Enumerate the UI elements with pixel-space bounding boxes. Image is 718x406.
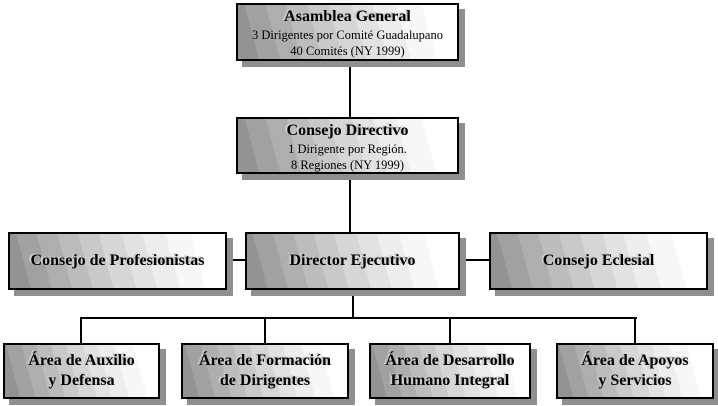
node-title-line2: y Defensa — [48, 372, 115, 389]
node-title-line1: Área de Desarrollo — [385, 352, 515, 369]
connector-profesionistas-director — [226, 259, 246, 261]
connector-drop-formacion — [264, 317, 266, 344]
node-consejo-de-profesionistas: Consejo de Profesionistas — [8, 232, 227, 290]
node-asamblea-general: Asamblea General 3 Dirigentes por Comité… — [236, 3, 459, 61]
node-subtitle-1: 3 Dirigentes por Comité Guadalupano — [252, 28, 443, 42]
node-title-line2: Humano Integral — [390, 372, 510, 389]
connector-asamblea-directivo — [349, 61, 351, 118]
connector-drop-auxilio — [80, 317, 82, 344]
node-area-auxilio-defensa: Área de Auxilio y Defensa — [3, 343, 160, 399]
node-subtitle-2: 40 Comités (NY 1999) — [290, 44, 405, 58]
node-consejo-directivo: Consejo Directivo 1 Dirigente por Región… — [236, 117, 459, 174]
node-subtitle-2: 8 Regiones (NY 1999) — [290, 158, 405, 172]
node-title: Director Ejecutivo — [289, 252, 416, 269]
connector-directivo-director — [349, 173, 351, 233]
node-title: Consejo Directivo — [286, 122, 409, 139]
node-title: Consejo Eclesial — [542, 252, 655, 269]
connector-drop-desarrollo — [449, 317, 451, 344]
node-director-ejecutivo: Director Ejecutivo — [245, 232, 460, 290]
connector-director-eclesial — [459, 259, 490, 261]
connector-distribution-bar — [80, 317, 637, 319]
connector-director-stem — [352, 289, 354, 319]
node-title-line2: de Dirigentes — [219, 372, 311, 389]
node-title-line1: Área de Apoyos — [581, 352, 689, 369]
node-subtitle-1: 1 Dirigente por Región. — [288, 142, 407, 156]
node-area-desarrollo-humano-integral: Área de Desarrollo Humano Integral — [369, 343, 531, 399]
node-consejo-eclesial: Consejo Eclesial — [489, 232, 708, 290]
connector-drop-apoyos — [634, 317, 636, 344]
node-area-apoyos-servicios: Área de Apoyos y Servicios — [556, 343, 714, 399]
node-title-line2: y Servicios — [598, 372, 672, 389]
node-title-line1: Área de Auxilio — [28, 352, 135, 369]
node-area-formacion-dirigentes: Área de Formación de Dirigentes — [181, 343, 349, 399]
node-title-line1: Área de Formación — [198, 352, 332, 369]
node-title: Consejo de Profesionistas — [30, 252, 205, 269]
node-title: Asamblea General — [284, 8, 411, 25]
